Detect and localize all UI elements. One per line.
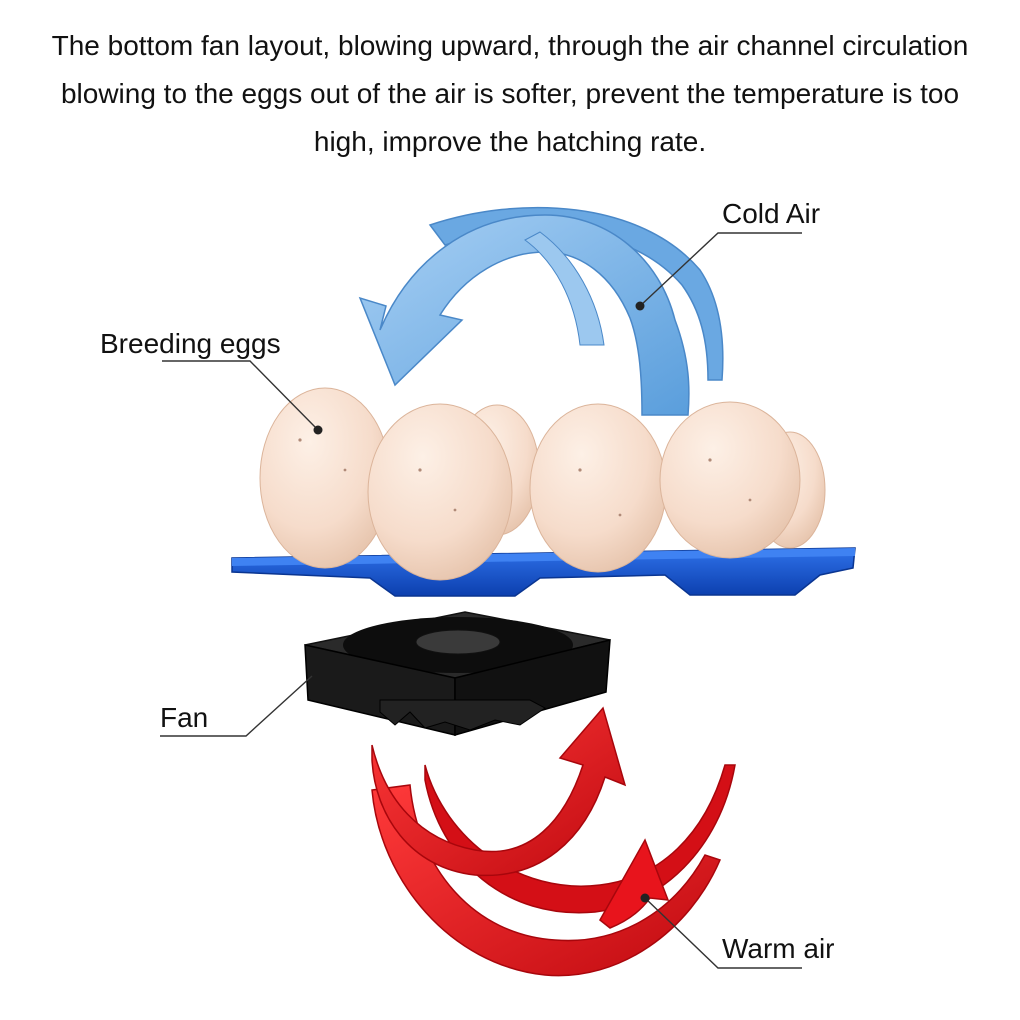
- fan-label: Fan: [160, 702, 209, 733]
- warm-air-label: Warm air: [722, 933, 835, 964]
- fan: [304, 611, 611, 736]
- egg-tray: [231, 547, 856, 597]
- leader-fan: [160, 675, 313, 737]
- cold-air-arrow-front: [358, 214, 690, 416]
- leader-breeding-eggs: [162, 360, 319, 431]
- cold-air-arrows: [358, 206, 724, 416]
- leader-warm-air: [644, 897, 802, 969]
- warm-air-arrow-large: [371, 784, 722, 977]
- cold-air-arrow-inner: [524, 231, 605, 346]
- warm-air-arrow-head-lower: [599, 838, 670, 929]
- leader-lines: [160, 232, 802, 969]
- egg: [529, 403, 667, 573]
- tray-top-edge: [232, 548, 855, 566]
- breeding-eggs-label: Breeding eggs: [100, 328, 281, 359]
- warm-air-arrows: [371, 706, 736, 977]
- egg: [659, 401, 801, 559]
- egg: [367, 403, 513, 581]
- warm-air-arrow-up: [371, 706, 627, 877]
- cold-air-label: Cold Air: [722, 198, 821, 229]
- diagram-caption: The bottom fan layout, blowing upward, t…: [51, 30, 969, 157]
- fan-hub: [415, 629, 501, 655]
- breeding-eggs: [259, 387, 826, 581]
- fan-blades-bottom: [379, 699, 546, 731]
- leader-cold-air: [639, 232, 802, 307]
